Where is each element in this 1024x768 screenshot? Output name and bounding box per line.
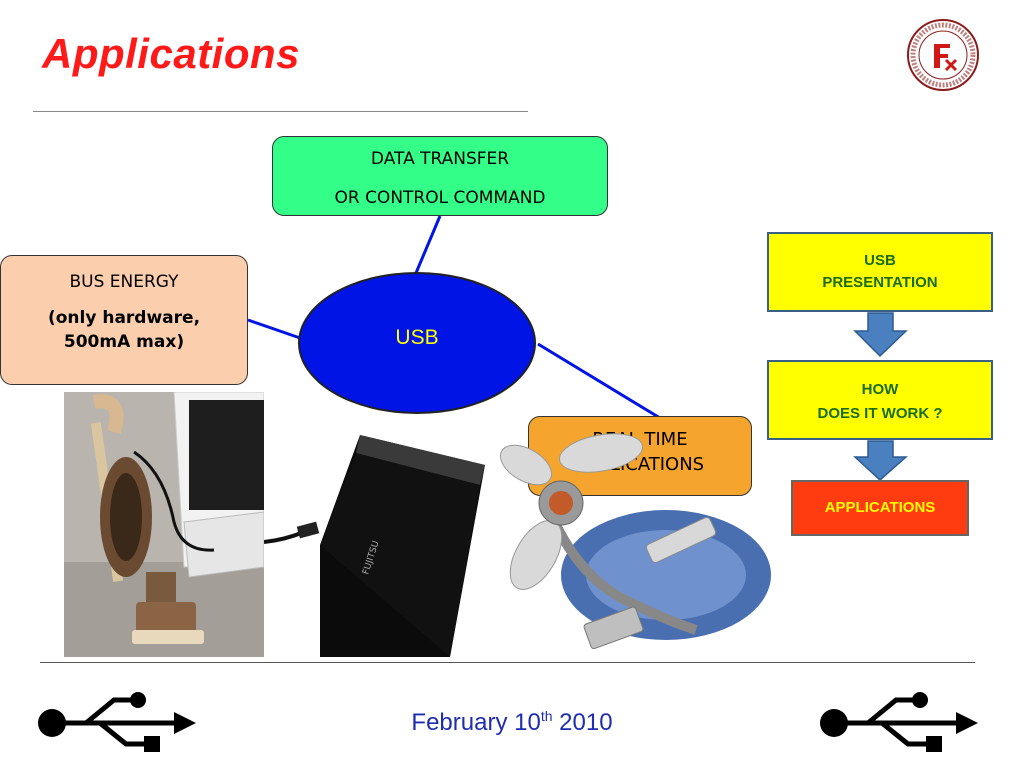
usb-symbol-icon	[820, 692, 978, 752]
footer-divider	[40, 662, 975, 663]
nav-usb-presentation-line2: PRESENTATION	[822, 274, 938, 291]
data-transfer-line1: DATA TRANSFER	[370, 149, 510, 169]
footer-date: February 10th 2010	[0, 708, 1024, 737]
bus-energy-heading: BUS ENERGY	[69, 272, 179, 292]
usb-cable-photo	[264, 521, 320, 544]
usb-fan-photo	[499, 433, 771, 650]
bus-energy-note-line2: 500mA max)	[63, 332, 185, 352]
data-transfer-line2: OR CONTROL COMMAND	[334, 188, 546, 208]
nav-how-line2: DOES IT WORK ?	[817, 405, 943, 422]
bus-energy-note: (only hardware, 500mA max)	[1, 306, 247, 354]
usb-vacuum-cleaner-photo	[64, 392, 264, 657]
usb-symbol-icon	[38, 692, 196, 752]
nav-how-does-it-work[interactable]: HOW DOES IT WORK ?	[767, 360, 993, 440]
data-transfer-box: DATA TRANSFER OR CONTROL COMMAND	[272, 136, 608, 216]
nav-usb-presentation[interactable]: USB PRESENTATION	[767, 232, 993, 312]
footer-date-suffix: th	[540, 708, 553, 724]
title-divider	[33, 111, 528, 112]
external-hard-drive-photo: FUJITSU	[320, 425, 490, 657]
nav-how-line1: HOW	[861, 381, 899, 398]
university-logo	[907, 19, 979, 91]
usb-label: USB	[395, 326, 439, 349]
bus-energy-note-line1: (only hardware,	[47, 308, 201, 328]
nav-usb-presentation-line1: USB	[864, 252, 896, 269]
usb-ellipse	[298, 272, 536, 414]
nav-applications[interactable]: APPLICATIONS	[791, 480, 969, 536]
footer-date-year: 2010	[552, 709, 613, 736]
footer-date-prefix: February 10	[411, 709, 541, 736]
bus-energy-box: BUS ENERGY (only hardware, 500mA max)	[0, 255, 248, 385]
slide-title: Applications	[42, 30, 301, 77]
